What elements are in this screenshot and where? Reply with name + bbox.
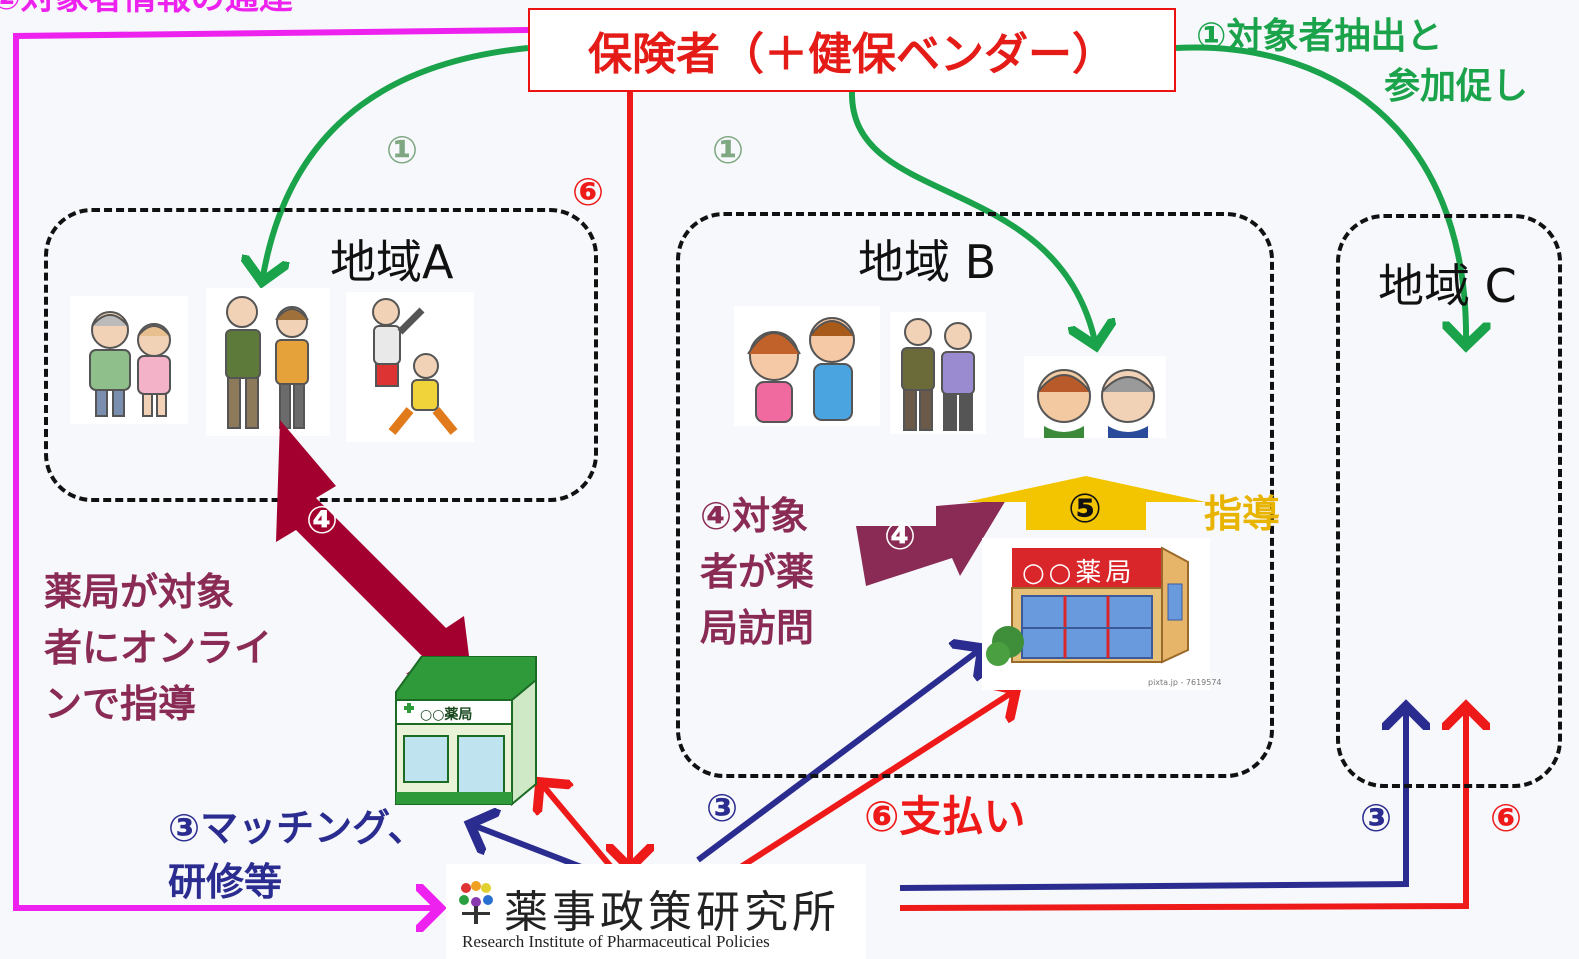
matching-arrow-b	[696, 648, 982, 863]
region-c-label: 地域 C	[1378, 259, 1517, 313]
elderly-couple-illustration	[70, 296, 188, 424]
matching-arrow-a	[470, 824, 586, 871]
young-couple-illustration	[734, 306, 880, 426]
payment-label: ⑥支払い	[864, 792, 1026, 841]
institute-logo-icon	[459, 881, 493, 924]
matching-line1: ③マッチング、	[168, 806, 426, 850]
step5-marker: ⑤	[1068, 486, 1102, 532]
institute-english-name: Research Institute of Pharmaceutical Pol…	[462, 932, 770, 951]
pharmacy-b-illustration: ○○薬局 pixta.jp - 7619574	[982, 538, 1222, 690]
middle-aged-couple-illustration	[206, 288, 330, 436]
payment-arrow-b	[734, 690, 1016, 873]
institute-box: 薬事政策研究所 Research Institute of Pharmaceut…	[446, 864, 866, 959]
step1-marker-a: ①	[386, 128, 419, 172]
payment-arrow-a	[540, 782, 615, 870]
region-a-box	[44, 208, 598, 502]
online-guidance-line2: 者にオンライ	[44, 626, 273, 670]
pharmacy-b-sign: ○○薬局	[1022, 558, 1136, 588]
region-b-label: 地域 B	[858, 235, 997, 289]
step4-marker-a: ④	[306, 498, 339, 542]
guidance-up-arrow	[966, 476, 1206, 530]
visit-arrow	[856, 500, 1006, 586]
visit-line1: ④対象	[700, 494, 809, 538]
insurer-box: 保険者（＋健保ベンダー）	[528, 8, 1176, 92]
invite-label-line2: 参加促し	[1384, 66, 1529, 107]
online-guidance-double-arrow	[276, 420, 472, 680]
elderly-faces-illustration	[1024, 356, 1166, 438]
exercising-people-illustration	[346, 292, 474, 442]
insurer-label: 保険者（＋健保ベンダー）	[588, 29, 1116, 80]
region-a-label: 地域A	[330, 235, 454, 289]
matching-line2: 研修等	[168, 860, 283, 904]
notice-label: ②対象者情報の通達	[0, 0, 293, 18]
invite-label-line1: ①対象者抽出と	[1196, 16, 1443, 57]
guidance-label: 指導	[1204, 492, 1281, 536]
notice-arrow	[13, 27, 529, 908]
pharmacy-b-credit: pixta.jp - 7619574	[1148, 678, 1222, 687]
visit-line2: 者が薬	[700, 550, 815, 594]
institute-name: 薬事政策研究所	[504, 887, 840, 938]
step6-marker-top: ⑥	[572, 170, 605, 214]
step4-marker-b: ④	[884, 514, 917, 558]
step6-marker-c: ⑥	[1490, 796, 1523, 840]
pharmacy-a-illustration: ○○薬局	[386, 655, 538, 808]
region-b-box	[676, 212, 1274, 778]
invite-arrow-c	[1175, 44, 1466, 346]
matching-arrow-c	[899, 706, 1406, 891]
invite-arrow-a	[262, 45, 529, 282]
adult-men-illustration	[890, 312, 986, 434]
pharmacy-a-sign: ○○薬局	[420, 707, 473, 723]
step1-marker-b: ①	[712, 128, 745, 172]
visit-line3: 局訪問	[700, 606, 815, 650]
step3-marker-b: ③	[706, 786, 739, 830]
online-guidance-line3: ンで指導	[44, 682, 197, 726]
payment-arrow-c	[899, 706, 1466, 911]
online-guidance-line1: 薬局が対象	[44, 570, 235, 614]
invite-arrow-b	[848, 91, 1096, 346]
region-c-box	[1336, 214, 1562, 788]
step3-marker-c: ③	[1360, 796, 1393, 840]
